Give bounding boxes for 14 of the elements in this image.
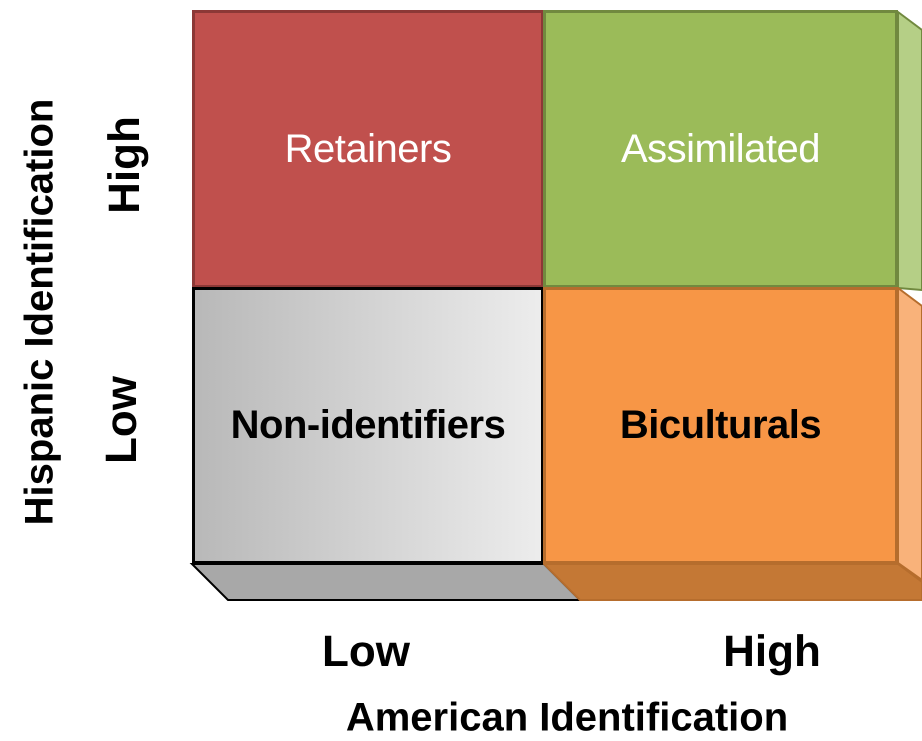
quadrant-box [192,10,544,288]
axis-tick-label: High [100,116,150,214]
axis-tick-label: Low [97,376,147,464]
quadrant-label: Non-identifiers [230,403,506,448]
axis-tick-label: Low [322,627,410,677]
quadrant-label: Biculturals [620,403,822,448]
axis-title: Hispanic Identification [18,98,62,526]
quadrant-label: Assimilated [620,126,820,172]
quadrant-label: Retainers [284,126,452,172]
axis-title: American Identification [346,696,788,740]
quadrant-box [543,10,898,288]
quadrant-box [543,287,898,564]
axis-tick-label: High [723,627,821,677]
quadrant-box [192,287,544,564]
